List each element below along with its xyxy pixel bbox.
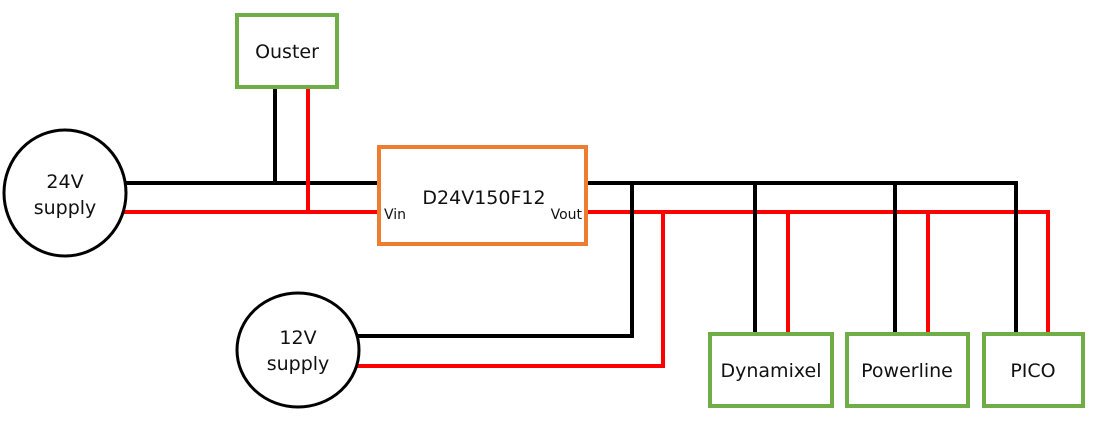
supply-24v-circle: [2, 128, 128, 258]
powerline-box: [845, 332, 970, 408]
converter-vout-label: Vout: [551, 207, 583, 223]
supply-12v-circle: [235, 291, 361, 409]
supply-12v: 12V supply: [235, 291, 361, 409]
dynamixel-box: [708, 332, 834, 408]
supply-12v-label-line1: 12V: [279, 327, 316, 349]
dynamixel-label: Dynamixel: [721, 360, 822, 382]
converter-d24v150f12: D24V150F12 Vin Vout: [377, 145, 588, 246]
pico-label: PICO: [1010, 360, 1055, 382]
ouster-box: [235, 13, 339, 89]
supply-24v-label-line2: supply: [34, 197, 97, 219]
supply-24v: 24V supply: [2, 128, 128, 258]
powerline-label: Powerline: [861, 360, 953, 382]
wire-12v-ground: [357, 181, 634, 338]
device-powerline: Powerline: [845, 332, 970, 408]
supply-24v-label-line1: 24V: [46, 171, 83, 193]
device-ouster: Ouster: [235, 13, 339, 89]
device-pico: PICO: [982, 332, 1085, 408]
supply-12v-label-line2: supply: [267, 353, 330, 375]
converter-label: D24V150F12: [422, 187, 545, 209]
wire-12v-positive: [357, 210, 665, 368]
pico-box: [982, 332, 1085, 408]
converter-box: [377, 145, 588, 246]
converter-vin-label: Vin: [384, 207, 406, 223]
ouster-label: Ouster: [255, 41, 319, 63]
wires: [122, 86, 1050, 368]
device-dynamixel: Dynamixel: [708, 332, 834, 408]
